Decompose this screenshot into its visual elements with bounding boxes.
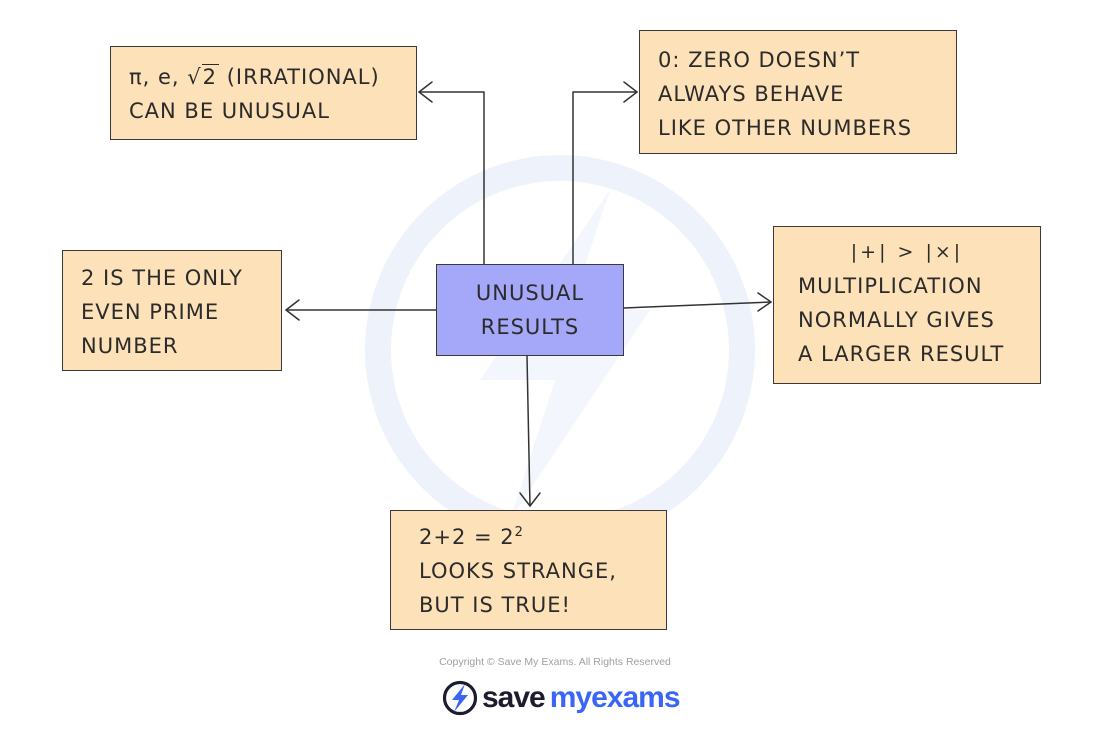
square-line-2: BUT IS TRUE! <box>419 593 571 617</box>
arrowhead-irrational <box>418 81 433 103</box>
square-equation: 2+2 = 22 <box>419 520 666 554</box>
center-node: UNUSUAL RESULTS <box>436 264 624 356</box>
multiply-line-3: A LARGER RESULT <box>798 342 1005 366</box>
zero-line-2: ALWAYS BEHAVE <box>658 82 845 106</box>
lightning-bolt-icon <box>442 680 478 716</box>
arrow-to-multiply <box>623 301 772 309</box>
arrowhead-prime <box>285 299 300 321</box>
prime-line-2: EVEN PRIME <box>81 300 220 324</box>
arrowhead-multiply <box>757 292 772 312</box>
multiply-math-line: |+| > |×| <box>850 241 964 263</box>
brand-word-my: my <box>549 681 592 714</box>
arrowhead-square <box>519 492 541 507</box>
arrow-to-square <box>526 355 531 507</box>
irrational-line-1: π, e, √2 (IRRATIONAL) <box>129 60 416 94</box>
multiply-line-1: MULTIPLICATION <box>798 274 983 298</box>
e-text: , e, <box>142 65 188 89</box>
equation-exponent: 2 <box>514 525 524 540</box>
sqrt-radicand: 2 <box>201 64 220 89</box>
equation-base: 2+2 = 2 <box>419 525 515 549</box>
center-line-1: UNUSUAL <box>475 281 585 305</box>
node-zero: 0: ZERO DOESN’T ALWAYS BEHAVE LIKE OTHER… <box>639 30 957 154</box>
arrow-to-irrational <box>418 91 485 265</box>
node-multiplication: |+| > |×| MULTIPLICATION NORMALLY GIVES … <box>773 226 1041 384</box>
brand-word-save: save <box>482 681 546 714</box>
center-line-2: RESULTS <box>480 315 580 339</box>
copyright-text: Copyright © Save My Exams. All Rights Re… <box>439 656 671 668</box>
irrational-line-2: CAN BE UNUSUAL <box>129 99 330 123</box>
node-prime: 2 IS THE ONLY EVEN PRIME NUMBER <box>62 250 282 371</box>
multiply-line-2: NORMALLY GIVES <box>798 308 995 332</box>
irrational-label: (IRRATIONAL) <box>219 65 380 89</box>
pi-symbol: π <box>129 65 143 89</box>
zero-line-3: LIKE OTHER NUMBERS <box>658 116 913 140</box>
sqrt-symbol: √ <box>187 65 202 89</box>
prime-line-3: NUMBER <box>81 334 179 358</box>
brand-word-exams: exams <box>591 681 680 714</box>
prime-line-1: 2 IS THE ONLY <box>81 266 243 290</box>
node-square: 2+2 = 22 LOOKS STRANGE, BUT IS TRUE! <box>390 510 667 630</box>
square-line-1: LOOKS STRANGE, <box>419 559 617 583</box>
node-irrational: π, e, √2 (IRRATIONAL) CAN BE UNUSUAL <box>110 46 417 140</box>
arrow-to-zero <box>572 91 638 265</box>
zero-line-1: 0: ZERO DOESN’T <box>658 48 861 72</box>
arrowhead-zero <box>623 81 638 103</box>
